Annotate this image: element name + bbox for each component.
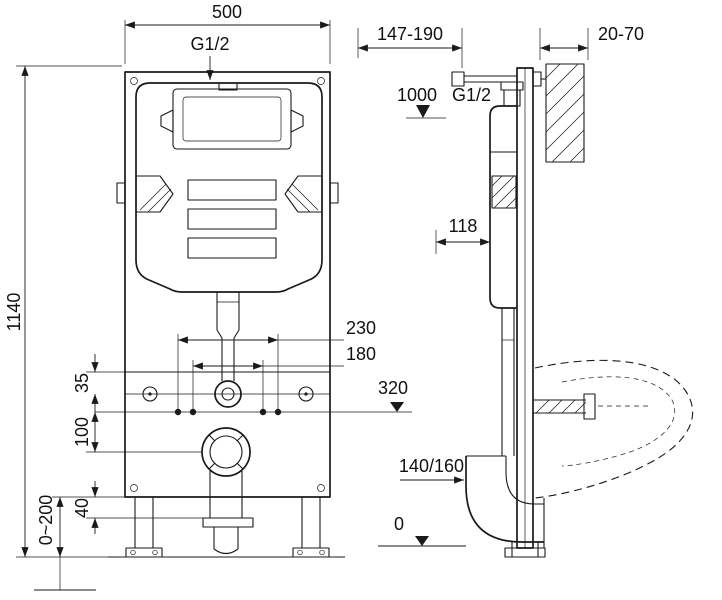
slot-3 [187, 237, 277, 259]
fill-valve-cap [500, 81, 524, 91]
rod-nut [583, 393, 596, 420]
dim-fix-outer-label: 230 [346, 318, 376, 338]
foot-left [125, 547, 163, 558]
outlet-elbow-side [465, 455, 545, 557]
fixing-rails-front [95, 386, 412, 416]
mechanism-block [491, 175, 517, 209]
dim-fix-inner-label: 180 [346, 344, 376, 364]
flush-pipe-front [216, 292, 240, 381]
cistern-front [135, 82, 323, 293]
inlet-circle [214, 380, 242, 408]
dim-35-label: 35 [72, 373, 92, 393]
leg-right [301, 496, 321, 549]
access-window [172, 88, 292, 150]
fill-valve-body [503, 89, 521, 107]
fixing-hole [274, 408, 282, 416]
dim-height-label: 1140 [4, 293, 24, 332]
frame-front [108, 71, 345, 558]
cistern-outline [135, 82, 323, 293]
dim-level-1000-label: 1000 [397, 85, 437, 105]
rail-hole-left [142, 386, 158, 402]
wall-section [545, 63, 585, 163]
side-dimensions: 147-190 20-70 1000 G1/2 118 140/160 0 [357, 24, 644, 547]
frame-outline [124, 71, 331, 498]
dim-floor-level-label: 0 [394, 514, 404, 534]
side-bracket-left [116, 182, 126, 204]
foot-right [292, 547, 330, 558]
bowl-rim-dashed [561, 376, 676, 467]
drain-flange [202, 517, 254, 528]
dim-40-label: 40 [72, 498, 92, 518]
rail-hole-right [298, 386, 314, 402]
side-view [451, 63, 694, 558]
dim-100-label: 100 [72, 417, 92, 447]
water-inlet-front [214, 380, 242, 408]
dim-wall-distance-label: 20-70 [598, 24, 644, 44]
supply-label-side: G1/2 [452, 85, 491, 105]
fixing-hole [189, 408, 197, 416]
supply-label-front: G1/2 [190, 34, 229, 54]
bracket-bolt [451, 71, 465, 87]
frame-side [504, 67, 546, 558]
outlet-flange-front [201, 427, 251, 477]
front-dimensions: 500 G1/2 1140 0~200 35 100 40 [4, 2, 408, 591]
cistern-side [489, 81, 524, 309]
bowl-outer-dashed [534, 359, 694, 499]
dim-level-320-label: 320 [378, 378, 408, 398]
clip-left [135, 175, 174, 213]
slot-1 [187, 179, 277, 201]
level-marker-icon [390, 402, 404, 412]
corner-screw-icon [317, 77, 325, 85]
dim-frame-depth-label: 147-190 [377, 24, 443, 44]
foot-side [504, 547, 546, 558]
corner-screw-icon [130, 77, 138, 85]
window-tab-left [160, 109, 174, 133]
leg-left [134, 496, 154, 549]
supply-notch [218, 82, 238, 91]
toilet-bowl-outline [534, 359, 694, 499]
fixing-hole [174, 408, 182, 416]
wall-block [545, 63, 585, 163]
corner-screw-icon [317, 484, 325, 492]
drain-pipe-front [202, 471, 254, 555]
level-marker-icon [416, 105, 430, 118]
access-window-inner [182, 96, 282, 142]
dim-feet-adjust-label: 0~200 [36, 495, 56, 546]
mounting-rod-side [533, 393, 652, 420]
fixing-hole [259, 408, 267, 416]
side-bracket-right [329, 182, 339, 204]
dim-cistern-depth-label: 118 [449, 216, 478, 236]
level-marker-icon [415, 536, 429, 546]
clip-right [284, 175, 323, 213]
wall-bracket-rod [451, 71, 546, 87]
flush-pipe-side [501, 308, 515, 456]
corner-screw-icon [130, 484, 138, 492]
slot-2 [187, 208, 277, 230]
cistern-profile [489, 105, 517, 309]
window-tab-right [290, 109, 304, 133]
dim-width-label: 500 [212, 2, 242, 22]
dim-outlet-label: 140/160 [399, 456, 464, 476]
front-view [95, 71, 412, 558]
